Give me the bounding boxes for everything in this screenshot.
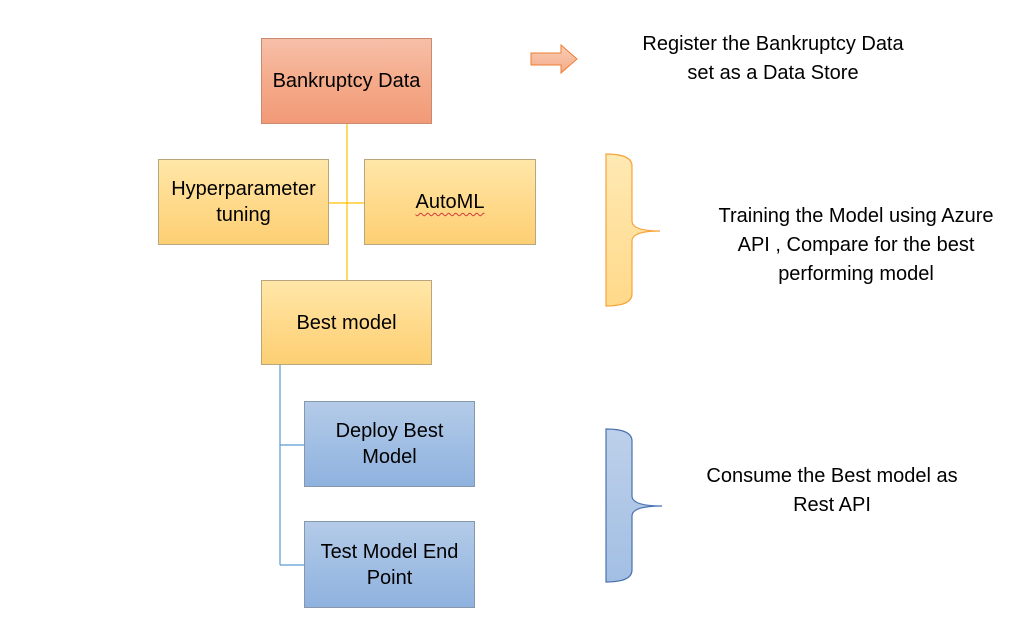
training-right-brace-icon — [605, 153, 661, 307]
training-annotation: Training the Model using Azure API , Com… — [718, 205, 994, 285]
right-arrow-icon — [530, 43, 578, 75]
deploy-best-model-node: Deploy Best Model — [304, 401, 475, 487]
deploy-best-model-label: Deploy Best Model — [335, 420, 444, 468]
bankruptcy-data-node: Bankruptcy Data — [261, 38, 432, 124]
automl-label: AutoML — [415, 191, 485, 213]
best-model-node: Best model — [261, 280, 432, 365]
register-annotation: Register the Bankruptcy Data set as a Da… — [642, 33, 904, 84]
bankruptcy-data-label: Bankruptcy Data — [272, 70, 421, 92]
best-model-label: Best model — [296, 311, 397, 334]
hyperparameter-tuning-node: Hyperparameter tuning — [158, 159, 329, 245]
test-model-endpoint-node: Test Model End Point — [304, 521, 475, 608]
consume-right-brace-icon — [605, 428, 663, 583]
hyperparameter-tuning-label: Hyperparameter tuning — [171, 178, 316, 226]
automl-node: AutoML — [364, 159, 536, 245]
test-model-endpoint-label: Test Model End Point — [320, 540, 459, 589]
consume-annotation: Consume the Best model as Rest API — [706, 465, 958, 516]
